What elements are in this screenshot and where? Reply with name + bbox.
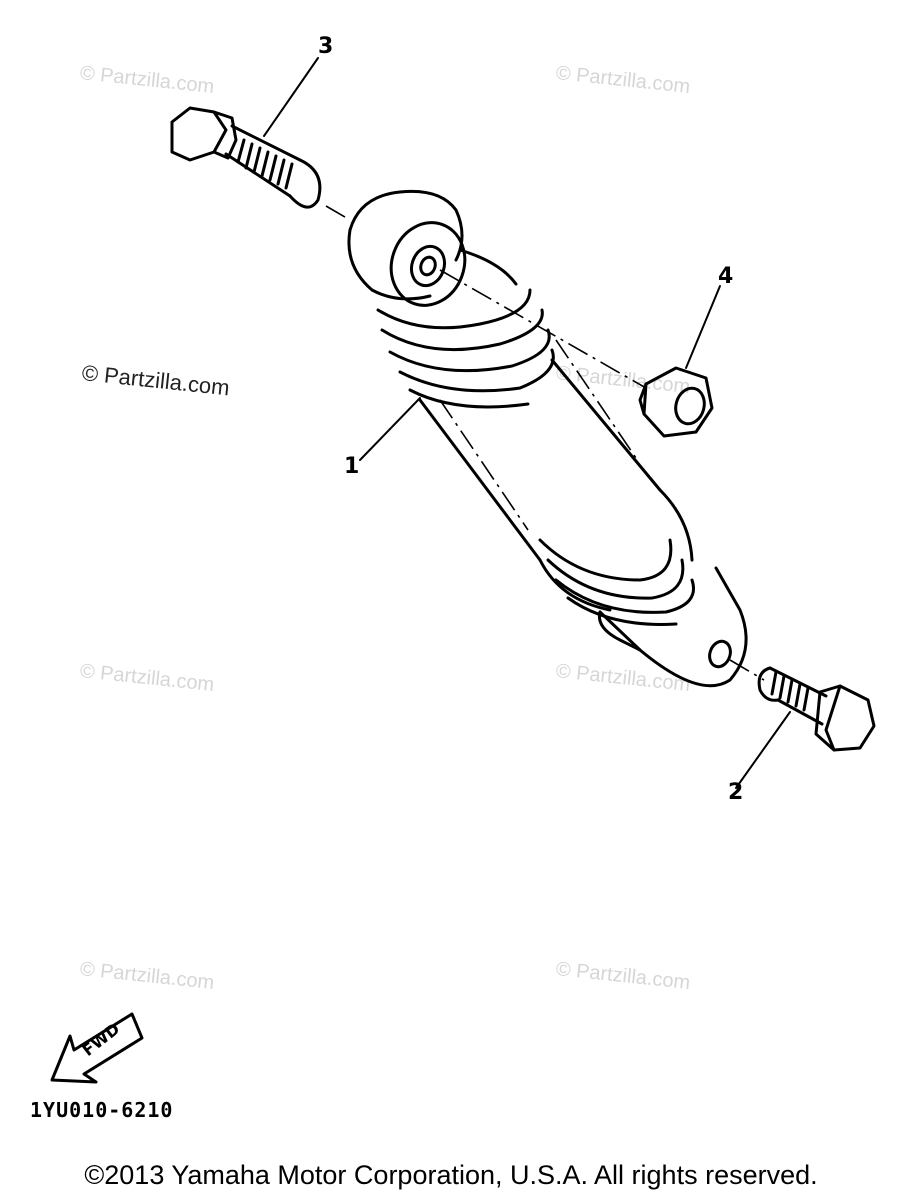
callout-2: 2 (728, 780, 744, 805)
shock-absorber-icon (347, 189, 748, 688)
centerline-body-left (439, 399, 529, 531)
callout-4: 4 (718, 264, 734, 289)
centerline-nut (439, 269, 647, 389)
nut-icon (638, 366, 714, 438)
callout-1: 1 (344, 454, 360, 479)
centerline-bolt3 (325, 205, 351, 221)
centerline-body-right (555, 339, 637, 459)
leader-line-4 (685, 285, 721, 369)
centerline-bolt2 (729, 659, 765, 681)
fwd-arrow-icon (50, 1012, 144, 1084)
leader-line-3 (263, 57, 319, 137)
callout-3: 3 (318, 34, 334, 59)
bolt-upper-icon (170, 106, 322, 209)
bolt-lower-icon (757, 666, 876, 752)
leader-line-1 (359, 397, 421, 461)
leader-line-2 (735, 711, 791, 789)
diagram-code: 1YU010-6210 (30, 1098, 174, 1122)
copyright-notice: ©2013 Yamaha Motor Corporation, U.S.A. A… (84, 1160, 818, 1190)
